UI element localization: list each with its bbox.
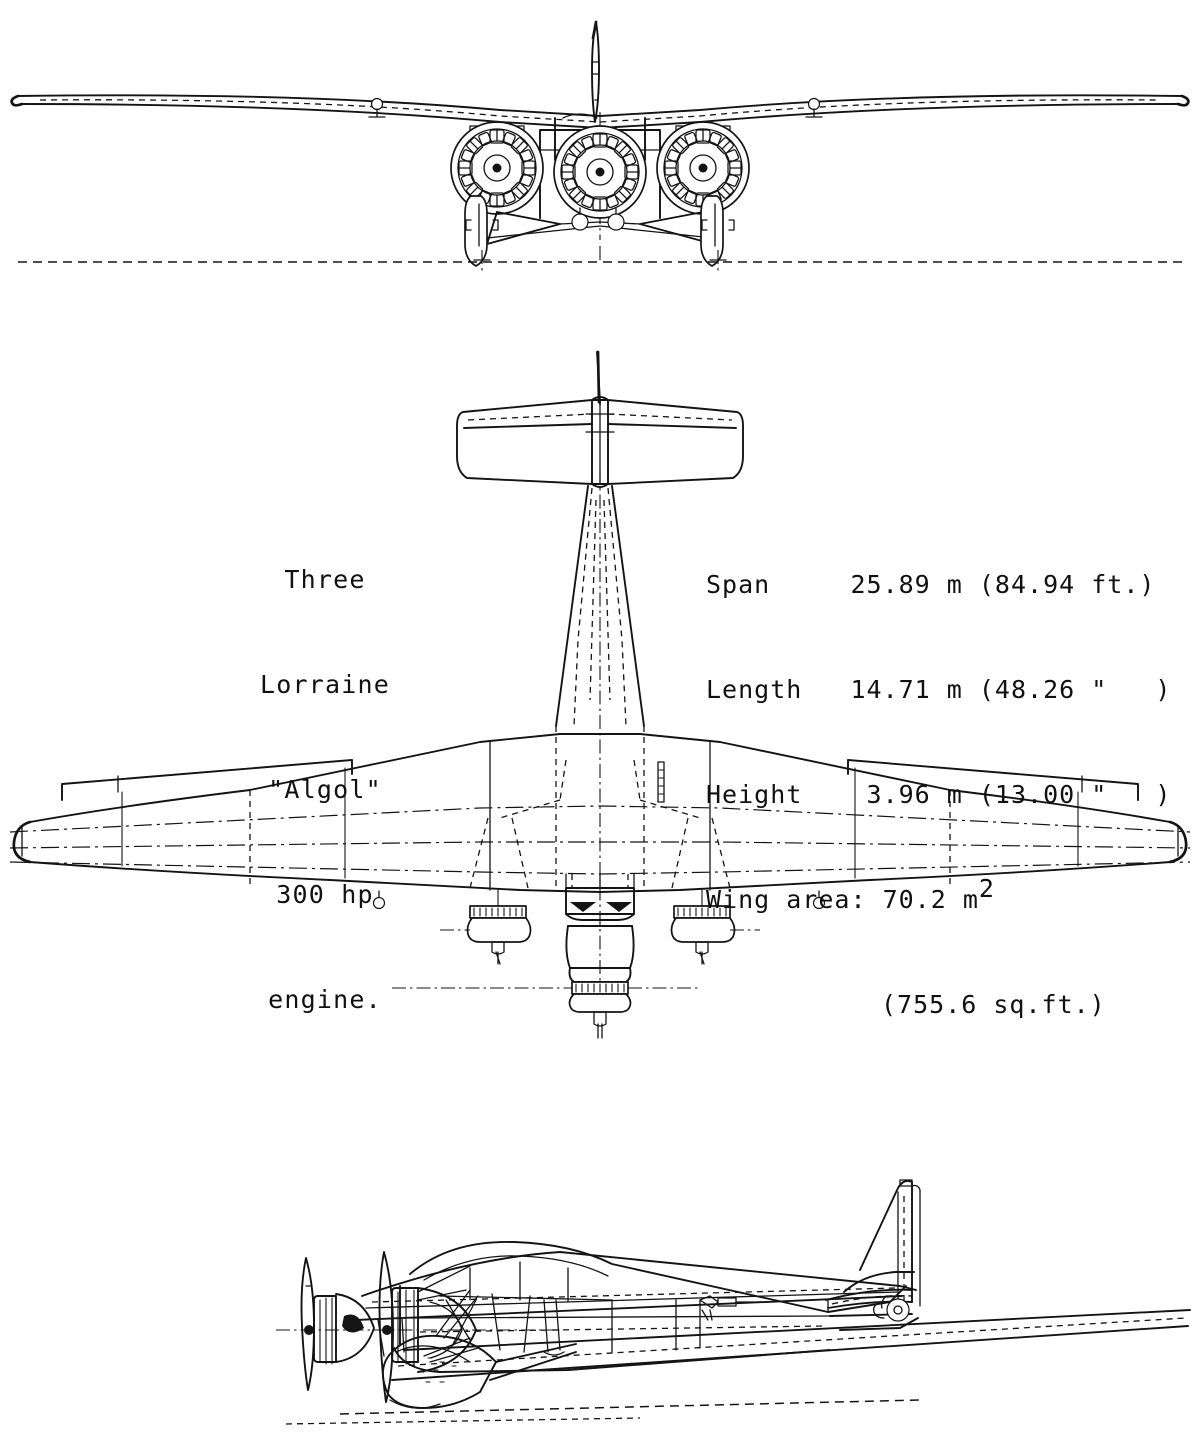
front-engine-left	[442, 113, 552, 223]
side-nose-engine	[300, 1257, 375, 1391]
spec-row-wing-area: Wing area: 70.2 m2	[706, 876, 1172, 917]
front-propeller	[591, 20, 600, 123]
side-wing-engine	[378, 1251, 477, 1403]
spec-wing-area-exponent: 2	[978, 873, 995, 903]
plan-wing-fitting-right	[812, 890, 826, 910]
spec-row-wing-area-imperial: (755.6 sq.ft.)	[881, 990, 1106, 1019]
plan-nose-engine	[565, 873, 635, 1039]
side-interior-detail	[699, 1295, 769, 1321]
specifications-block: Span 25.89 m (84.94 ft.) Length 14.71 m …	[706, 497, 1172, 1092]
spec-row-height: Height 3.96 m (13.00 " )	[706, 780, 1172, 809]
engine-note-line-3: "Algol"	[268, 775, 382, 804]
wing-fitting-right	[805, 97, 823, 118]
front-elevation-view	[10, 20, 1190, 272]
spec-row-length: Length 14.71 m (48.26 " )	[706, 675, 1172, 704]
plan-wing-fitting-left	[372, 890, 386, 910]
engine-note-line-4: 300 hp	[276, 880, 374, 909]
side-main-gear	[381, 1289, 577, 1409]
plan-nacelle-left	[466, 889, 532, 965]
side-elevation-view	[276, 1179, 1191, 1425]
front-engine-centre	[545, 117, 655, 227]
wing-fitting-left	[368, 97, 386, 118]
side-tailwheel	[872, 1295, 910, 1322]
front-centre-gear	[571, 207, 625, 231]
engine-note-line-2: Lorraine	[259, 670, 390, 699]
engine-note-line-5: engine.	[268, 985, 382, 1014]
engine-note-block: Three Lorraine "Algol" 300 hp engine.	[160, 492, 490, 1087]
plan-view	[9, 350, 1191, 1039]
plan-nacelle-right	[670, 889, 736, 965]
plan-mast-marking	[657, 761, 665, 803]
engine-note-line-1: Three	[284, 565, 366, 594]
spec-row-span: Span 25.89 m (84.94 ft.)	[706, 570, 1156, 599]
spec-wing-area-text: Wing area: 70.2 m	[706, 885, 979, 914]
